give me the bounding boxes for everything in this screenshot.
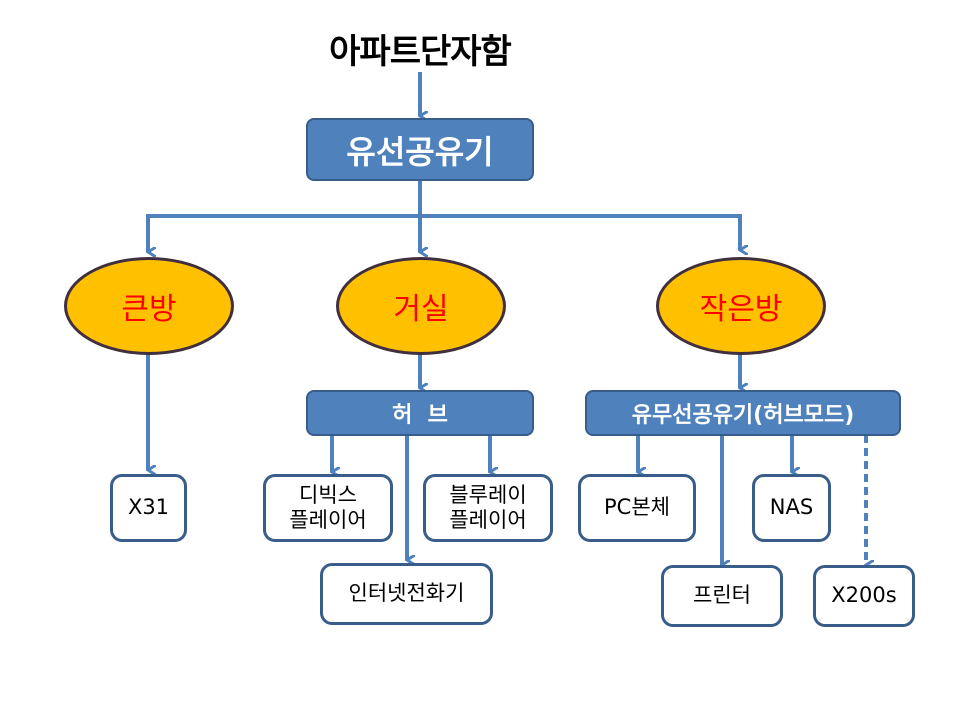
device-label-line1: 디빅스 [299,482,357,507]
device-label: 프린터 [693,583,751,608]
device-label: PC본체 [604,495,670,520]
device-label-line2: 플레이어 [449,508,527,532]
device-nas[interactable]: NAS [752,474,831,542]
device-internet-phone[interactable]: 인터넷전화기 [320,563,493,625]
apartment-terminal-title: 아파트단자함 [329,32,512,72]
device-pc[interactable]: PC본체 [578,474,696,542]
wireless-router-label: 유무선공유기(허브모드) [631,403,855,428]
device-divx-player[interactable]: 디빅스 플레이어 [263,474,393,542]
wired-router-node[interactable]: 유선공유기 [306,118,534,181]
device-bluray-player[interactable]: 블루레이 플레이어 [423,474,553,542]
device-label: X31 [127,495,170,520]
wireless-router-node[interactable]: 유무선공유기(허브모드) [585,390,901,436]
device-label-line2: 플레이어 [289,508,367,532]
device-label-line1: 블루레이 [449,482,527,507]
room-node-small-room[interactable]: 작은방 [656,257,826,355]
device-x31[interactable]: X31 [110,474,187,542]
device-x200s[interactable]: X200s [813,565,915,627]
connector-branch-bar [146,214,740,250]
wired-router-label: 유선공유기 [346,132,494,171]
device-label: X200s [831,583,897,608]
room-label: 거실 [393,292,449,327]
room-label: 작은방 [699,292,783,327]
device-printer[interactable]: 프린터 [661,565,783,627]
hub-node[interactable]: 허 브 [306,390,534,436]
room-node-living-room[interactable]: 거실 [336,257,506,355]
room-node-big-room[interactable]: 큰방 [64,257,234,355]
hub-label: 허 브 [392,403,448,428]
room-label: 큰방 [121,292,177,327]
device-label: NAS [769,495,814,520]
device-label: 인터넷전화기 [348,581,465,606]
